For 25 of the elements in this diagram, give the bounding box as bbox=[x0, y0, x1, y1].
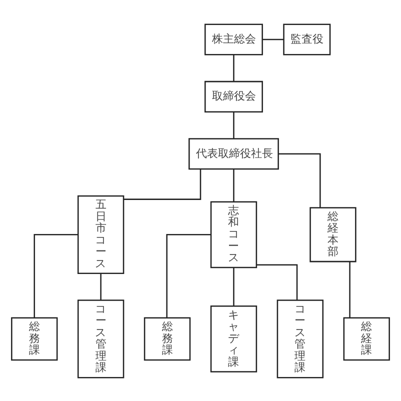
node-box: 総経本部 bbox=[310, 206, 356, 262]
connector bbox=[124, 168, 202, 200]
node-box: 総務課 bbox=[11, 316, 58, 360]
connector bbox=[166, 234, 211, 318]
connector bbox=[262, 38, 284, 40]
node-box: 監査役 bbox=[283, 23, 331, 55]
connector bbox=[233, 168, 234, 202]
connector bbox=[34, 234, 78, 318]
connector bbox=[100, 272, 102, 300]
node-box: 五日市コース bbox=[77, 194, 124, 274]
connector bbox=[233, 267, 234, 306]
node-box: キャディ課 bbox=[210, 305, 258, 372]
node-box: 総務課 bbox=[144, 316, 191, 360]
connector bbox=[233, 112, 234, 138]
connector bbox=[233, 54, 234, 81]
node-box: 志和コース bbox=[210, 200, 258, 268]
connector bbox=[256, 264, 298, 300]
connector bbox=[278, 152, 321, 208]
node-box: 総経課 bbox=[343, 316, 390, 360]
node-box: コース管理課 bbox=[77, 299, 124, 378]
node-box: 取締役会 bbox=[204, 80, 263, 112]
connector bbox=[349, 261, 350, 318]
node-box: 株主総会 bbox=[204, 23, 263, 55]
node-box: コース管理課 bbox=[276, 299, 324, 378]
node-box: 代表取締役社長 bbox=[188, 138, 279, 170]
